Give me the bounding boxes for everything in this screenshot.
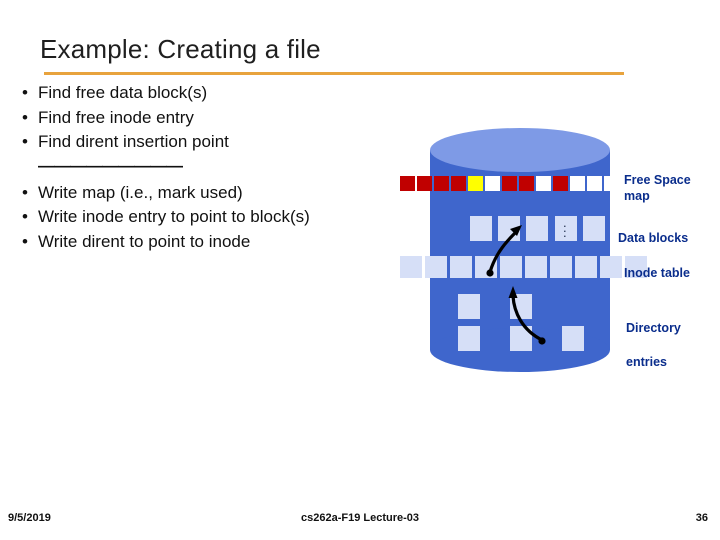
inode-cell	[450, 256, 472, 278]
data-block-row-left	[470, 216, 554, 241]
free-space-cell	[502, 176, 517, 191]
list-item: • Find dirent insertion point	[16, 131, 386, 154]
bullet-text: Find dirent insertion point	[38, 132, 229, 152]
data-block-cell	[498, 216, 520, 241]
free-space-cell	[400, 176, 415, 191]
list-item: • Write map (i.e., mark used)	[16, 182, 386, 205]
vertical-ellipsis: ...	[563, 215, 567, 240]
free-space-cell	[621, 176, 636, 191]
free-space-cell	[638, 176, 653, 191]
list-item: • Write dirent to point to inode	[16, 231, 386, 254]
bullet-text: Find free data block(s)	[38, 83, 208, 102]
separator-dashes: —————————	[38, 155, 183, 175]
footer-date: 9/5/2019	[8, 512, 51, 524]
page-title: Example: Creating a file	[40, 34, 321, 64]
free-space-cell	[570, 176, 585, 191]
directory-cell-highlight	[510, 326, 532, 351]
inode-cell	[525, 256, 547, 278]
free-space-cell	[604, 176, 619, 191]
bullet-marker: •	[22, 83, 28, 102]
disk-diagram: ...	[400, 128, 670, 372]
free-space-cell	[587, 176, 602, 191]
directory-cell	[458, 326, 480, 351]
bullet-marker: •	[22, 107, 28, 127]
data-block-cell	[555, 216, 577, 241]
inode-cell	[600, 256, 622, 278]
directory-cell	[562, 326, 584, 351]
directory-cell	[458, 294, 480, 319]
bullet-text: Write map (i.e., mark used)	[38, 182, 243, 202]
label-directory: Directory	[626, 321, 681, 335]
directory-row-lower	[458, 326, 614, 351]
free-space-cell	[553, 176, 568, 191]
list-item: • Find free data block(s)	[16, 82, 386, 105]
free-space-cell	[655, 176, 670, 191]
label-free-space-map: Free Space map	[624, 173, 691, 204]
data-block-cell	[470, 216, 492, 241]
label-entries: entries	[626, 355, 667, 369]
data-block-cell	[526, 216, 548, 241]
data-block-row-right	[555, 216, 611, 241]
list-item: • Write inode entry to point to block(s)	[16, 206, 386, 229]
free-space-cell	[536, 176, 551, 191]
bullet-text: Write dirent to point to inode	[38, 232, 251, 252]
title-underline	[44, 72, 624, 75]
bullet-marker: •	[22, 132, 28, 152]
bullet-list: • Find free data block(s) • Find free in…	[16, 82, 386, 256]
free-space-cell-highlight	[468, 176, 483, 191]
label-data-blocks: Data blocks	[618, 231, 689, 245]
inode-cell	[475, 256, 497, 278]
directory-row-upper	[458, 294, 562, 319]
inode-cell	[400, 256, 422, 278]
free-space-map-strip	[400, 176, 672, 191]
free-space-cell	[417, 176, 432, 191]
directory-cell	[510, 294, 532, 319]
cylinder-top-ellipse	[430, 128, 610, 172]
inode-cell	[625, 256, 647, 278]
inode-cell-highlight	[500, 256, 522, 278]
bullet-marker: •	[22, 207, 28, 227]
free-space-cell	[519, 176, 534, 191]
label-inode-table: Inode table	[624, 266, 690, 280]
free-space-cell	[451, 176, 466, 191]
inode-table-row	[400, 256, 650, 278]
bullet-text: Write inode entry to point to block(s)	[38, 207, 310, 227]
inode-cell	[575, 256, 597, 278]
bullet-text: Find free inode entry	[38, 107, 194, 127]
list-item: • Find free inode entry	[16, 107, 386, 130]
footer-course: cs262a-F19 Lecture-03	[300, 512, 419, 524]
data-block-cell	[583, 216, 605, 241]
bullet-marker: •	[22, 182, 28, 202]
footer-page-number: 36	[695, 512, 708, 524]
free-space-cell	[485, 176, 500, 191]
bullet-marker: •	[22, 232, 28, 252]
free-space-cell	[434, 176, 449, 191]
inode-cell	[425, 256, 447, 278]
inode-cell	[550, 256, 572, 278]
